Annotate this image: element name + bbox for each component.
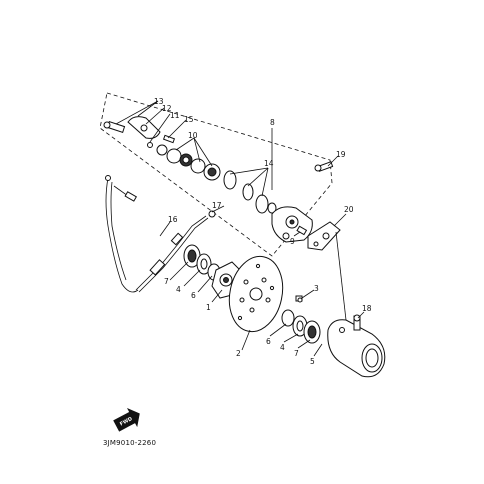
callout-15: 15	[184, 115, 194, 124]
bearing-part-4b	[292, 315, 308, 337]
bleeder-part-9	[296, 225, 308, 236]
callout-10: 10	[188, 131, 198, 140]
callout-1: 1	[206, 303, 211, 312]
collar-part-6b	[281, 309, 295, 327]
callout-13: 13	[154, 97, 164, 106]
bolt-part-3	[295, 295, 303, 303]
bearing-part-4	[196, 253, 212, 275]
brake-cable-part-16	[105, 175, 216, 293]
callout-12: 12	[162, 104, 172, 113]
diagram-code: 3JM9010-2260	[103, 439, 156, 447]
callout-3: 3	[314, 284, 319, 293]
bolt-part-19	[314, 161, 334, 172]
callout-18: 18	[362, 304, 372, 313]
fwd-label: FWD	[119, 416, 133, 427]
axle-housing-part-5	[327, 319, 386, 378]
callout-2: 2	[236, 349, 241, 358]
brake-pad-part-14	[223, 170, 277, 214]
callout-5: 5	[310, 357, 315, 366]
callout-4a: 4	[176, 285, 181, 294]
pin-part-15	[147, 134, 176, 148]
callout-6a: 6	[191, 291, 196, 300]
brake-disc-part-2	[228, 255, 284, 333]
leader-lines	[115, 100, 365, 357]
callout-8: 8	[270, 118, 275, 127]
callout-20: 20	[344, 205, 354, 214]
piston-seal-part-10	[156, 144, 221, 181]
bracket-part-20	[307, 221, 341, 251]
callout-7a: 7	[164, 277, 169, 286]
fwd-arrow-icon: FWD	[113, 407, 140, 432]
caliper-bracket-part	[127, 116, 161, 139]
callout-16: 16	[168, 215, 178, 224]
callout-9: 9	[290, 237, 295, 246]
callout-11: 11	[170, 111, 180, 120]
bracket-leader-line	[335, 231, 347, 321]
callout-14: 14	[264, 159, 274, 168]
callout-7b: 7	[294, 349, 299, 358]
callout-17: 17	[212, 201, 222, 210]
callout-4b: 4	[280, 343, 285, 352]
bolt-part-13	[103, 121, 126, 133]
oil-seal-part-7b	[303, 320, 321, 344]
callout-6b: 6	[266, 337, 271, 346]
bolt-part-18	[353, 314, 361, 331]
callout-19: 19	[336, 150, 346, 159]
